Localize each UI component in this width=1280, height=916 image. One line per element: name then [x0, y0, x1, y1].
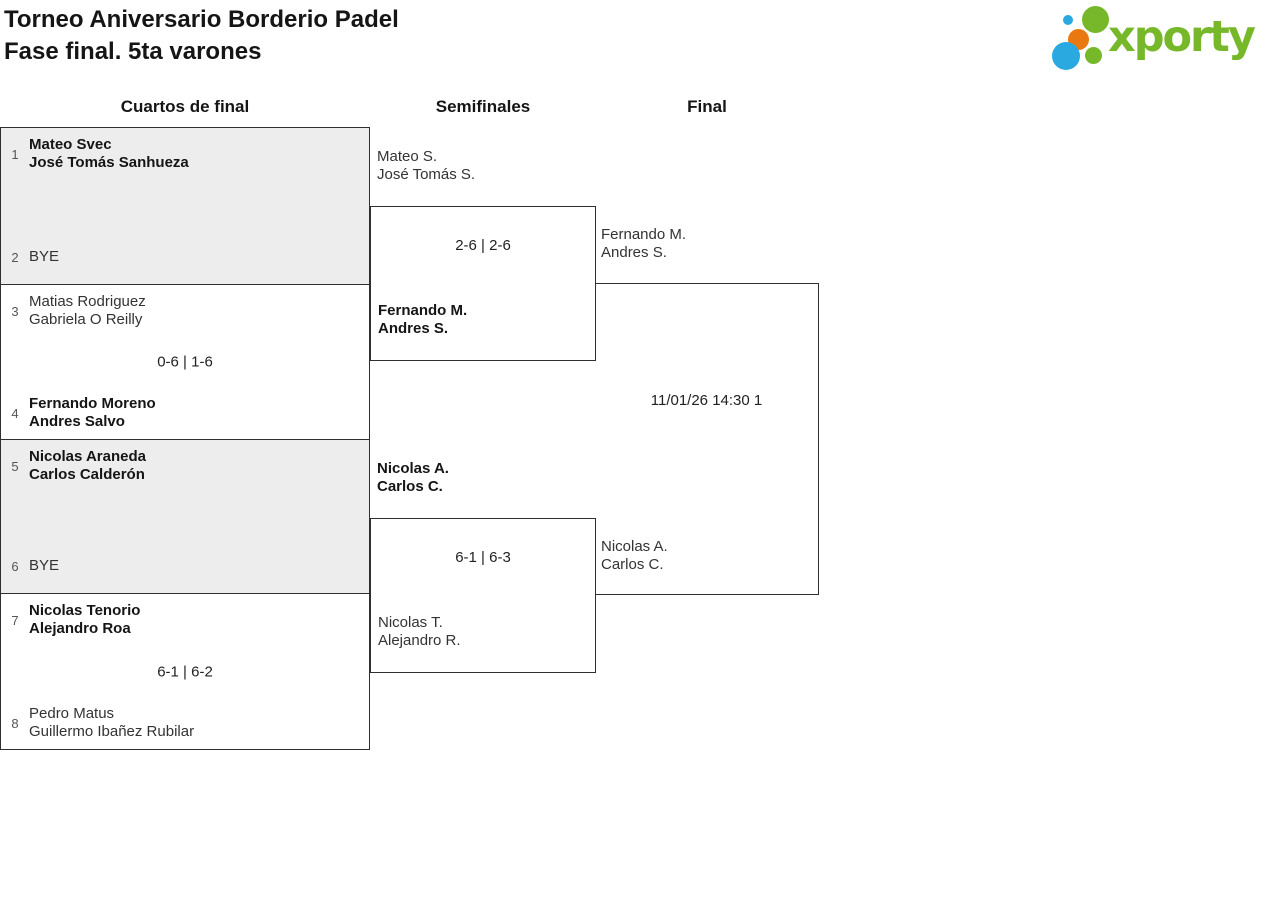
final-team2: Nicolas A. Carlos C.: [601, 538, 668, 574]
round-header-quarterfinals: Cuartos de final: [120, 97, 250, 116]
team-names: Nicolas Tenorio Alejandro Roa: [29, 602, 140, 638]
semifinal-2-team1: Nicolas A. Carlos C.: [377, 460, 449, 496]
match-quarterfinal-2: 3 Matias Rodriguez Gabriela O Reilly 0-6…: [0, 284, 370, 440]
team-names: BYE: [29, 248, 59, 266]
team-slot-seed8: 8 Pedro Matus Guillermo Ibañez Rubilar: [1, 705, 194, 741]
team-name-line: Matias Rodriguez: [29, 293, 146, 310]
xporty-logo[interactable]: xporty: [1048, 4, 1276, 70]
seed-number: 6: [11, 558, 19, 574]
team-name-line: Andres Salvo: [29, 413, 125, 430]
seed-number: 5: [11, 458, 19, 474]
match-score: 6-1 | 6-3: [455, 549, 511, 566]
team-name-line: Guillermo Ibañez Rubilar: [29, 723, 195, 740]
semifinal-1-team2: Fernando M. Andres S.: [378, 302, 467, 338]
team-slot-seed2: 2 BYE: [1, 248, 59, 266]
team-names: Fernando Moreno Andres Salvo: [29, 395, 156, 431]
semifinal-2-team2: Nicolas T. Alejandro R.: [378, 614, 461, 650]
page-title: Torneo Aniversario Borderio Padel Fase f…: [4, 4, 399, 68]
semifinal-1-team1: Mateo S. José Tomás S.: [377, 148, 475, 184]
match-score: 2-6 | 2-6: [455, 237, 511, 254]
logo-dot-blue-small: [1063, 15, 1073, 25]
seed-number: 4: [11, 405, 19, 421]
team-name-line: José Tomás Sanhueza: [29, 154, 189, 171]
team-name-line: Gabriela O Reilly: [29, 311, 143, 328]
team-slot-seed1: 1 Mateo Svec José Tomás Sanhueza: [1, 136, 189, 172]
title-line2: Fase final. 5ta varones: [4, 38, 262, 65]
team-name-line: Nicolas T.: [378, 614, 443, 631]
seed-number: 7: [11, 612, 19, 628]
match-quarterfinal-3: 5 Nicolas Araneda Carlos Calderón 6 BYE: [0, 439, 370, 594]
logo-dot-green-small: [1085, 47, 1102, 64]
seed-number: 2: [11, 249, 19, 265]
team-name-line: Fernando M.: [601, 226, 687, 243]
round-header-semifinals: Semifinales: [435, 97, 531, 116]
match-quarterfinal-4: 7 Nicolas Tenorio Alejandro Roa 6-1 | 6-…: [0, 593, 370, 750]
team-names: Pedro Matus Guillermo Ibañez Rubilar: [29, 705, 194, 741]
logo-dot-green-large: [1082, 6, 1109, 33]
final-team1: Fernando M. Andres S.: [601, 226, 686, 262]
match-score: 0-6 | 1-6: [157, 353, 213, 371]
team-name-line: Alejandro Roa: [29, 620, 131, 637]
team-name-line: Mateo Svec: [29, 136, 112, 153]
team-name-line: BYE: [29, 557, 60, 574]
team-name-line: Nicolas Araneda: [29, 448, 146, 465]
team-slot-seed6: 6 BYE: [1, 557, 59, 575]
seed-number: 8: [11, 715, 19, 731]
match-score: 6-1 | 6-2: [157, 663, 213, 680]
team-slot-seed4: 4 Fernando Moreno Andres Salvo: [1, 395, 156, 431]
team-name-line: Nicolas A.: [601, 538, 668, 555]
match-semifinal-1: 2-6 | 2-6 Fernando M. Andres S.: [370, 206, 596, 361]
team-name-line: Nicolas A.: [377, 460, 449, 477]
team-name-line: Mateo S.: [377, 148, 438, 165]
team-names: BYE: [29, 557, 59, 575]
round-header-final: Final: [687, 97, 727, 116]
team-slot-seed3: 3 Matias Rodriguez Gabriela O Reilly: [1, 293, 146, 329]
title-line1: Torneo Aniversario Borderio Padel: [4, 6, 399, 33]
match-final: 11/01/26 14:30 1: [595, 283, 819, 595]
seed-number: 3: [11, 303, 19, 319]
team-name-line: Pedro Matus: [29, 705, 115, 722]
team-name-line: Nicolas Tenorio: [29, 602, 141, 619]
match-semifinal-2: 6-1 | 6-3 Nicolas T. Alejandro R.: [370, 518, 596, 673]
team-names: Mateo Svec José Tomás Sanhueza: [29, 136, 189, 172]
team-name-line: Carlos C.: [601, 556, 664, 573]
team-name-line: Carlos C.: [377, 478, 443, 495]
team-slot-seed7: 7 Nicolas Tenorio Alejandro Roa: [1, 602, 140, 638]
team-slot-seed5: 5 Nicolas Araneda Carlos Calderón: [1, 448, 146, 484]
team-name-line: BYE: [29, 248, 60, 265]
seed-number: 1: [11, 146, 19, 162]
team-names: Nicolas Araneda Carlos Calderón: [29, 448, 146, 484]
team-name-line: Carlos Calderón: [29, 466, 145, 483]
team-names: Matias Rodriguez Gabriela O Reilly: [29, 293, 146, 329]
team-name-line: José Tomás S.: [377, 166, 476, 183]
team-name-line: Fernando Moreno: [29, 395, 156, 412]
team-name-line: Andres S.: [378, 320, 449, 337]
team-name-line: Fernando M.: [378, 302, 468, 319]
team-name-line: Andres S.: [601, 244, 667, 261]
logo-wordmark: xporty: [1108, 12, 1256, 62]
final-schedule: 11/01/26 14:30 1: [650, 392, 763, 409]
match-quarterfinal-1: 1 Mateo Svec José Tomás Sanhueza 2 BYE: [0, 127, 370, 285]
logo-dot-blue-large: [1052, 42, 1080, 70]
team-name-line: Alejandro R.: [378, 632, 461, 649]
